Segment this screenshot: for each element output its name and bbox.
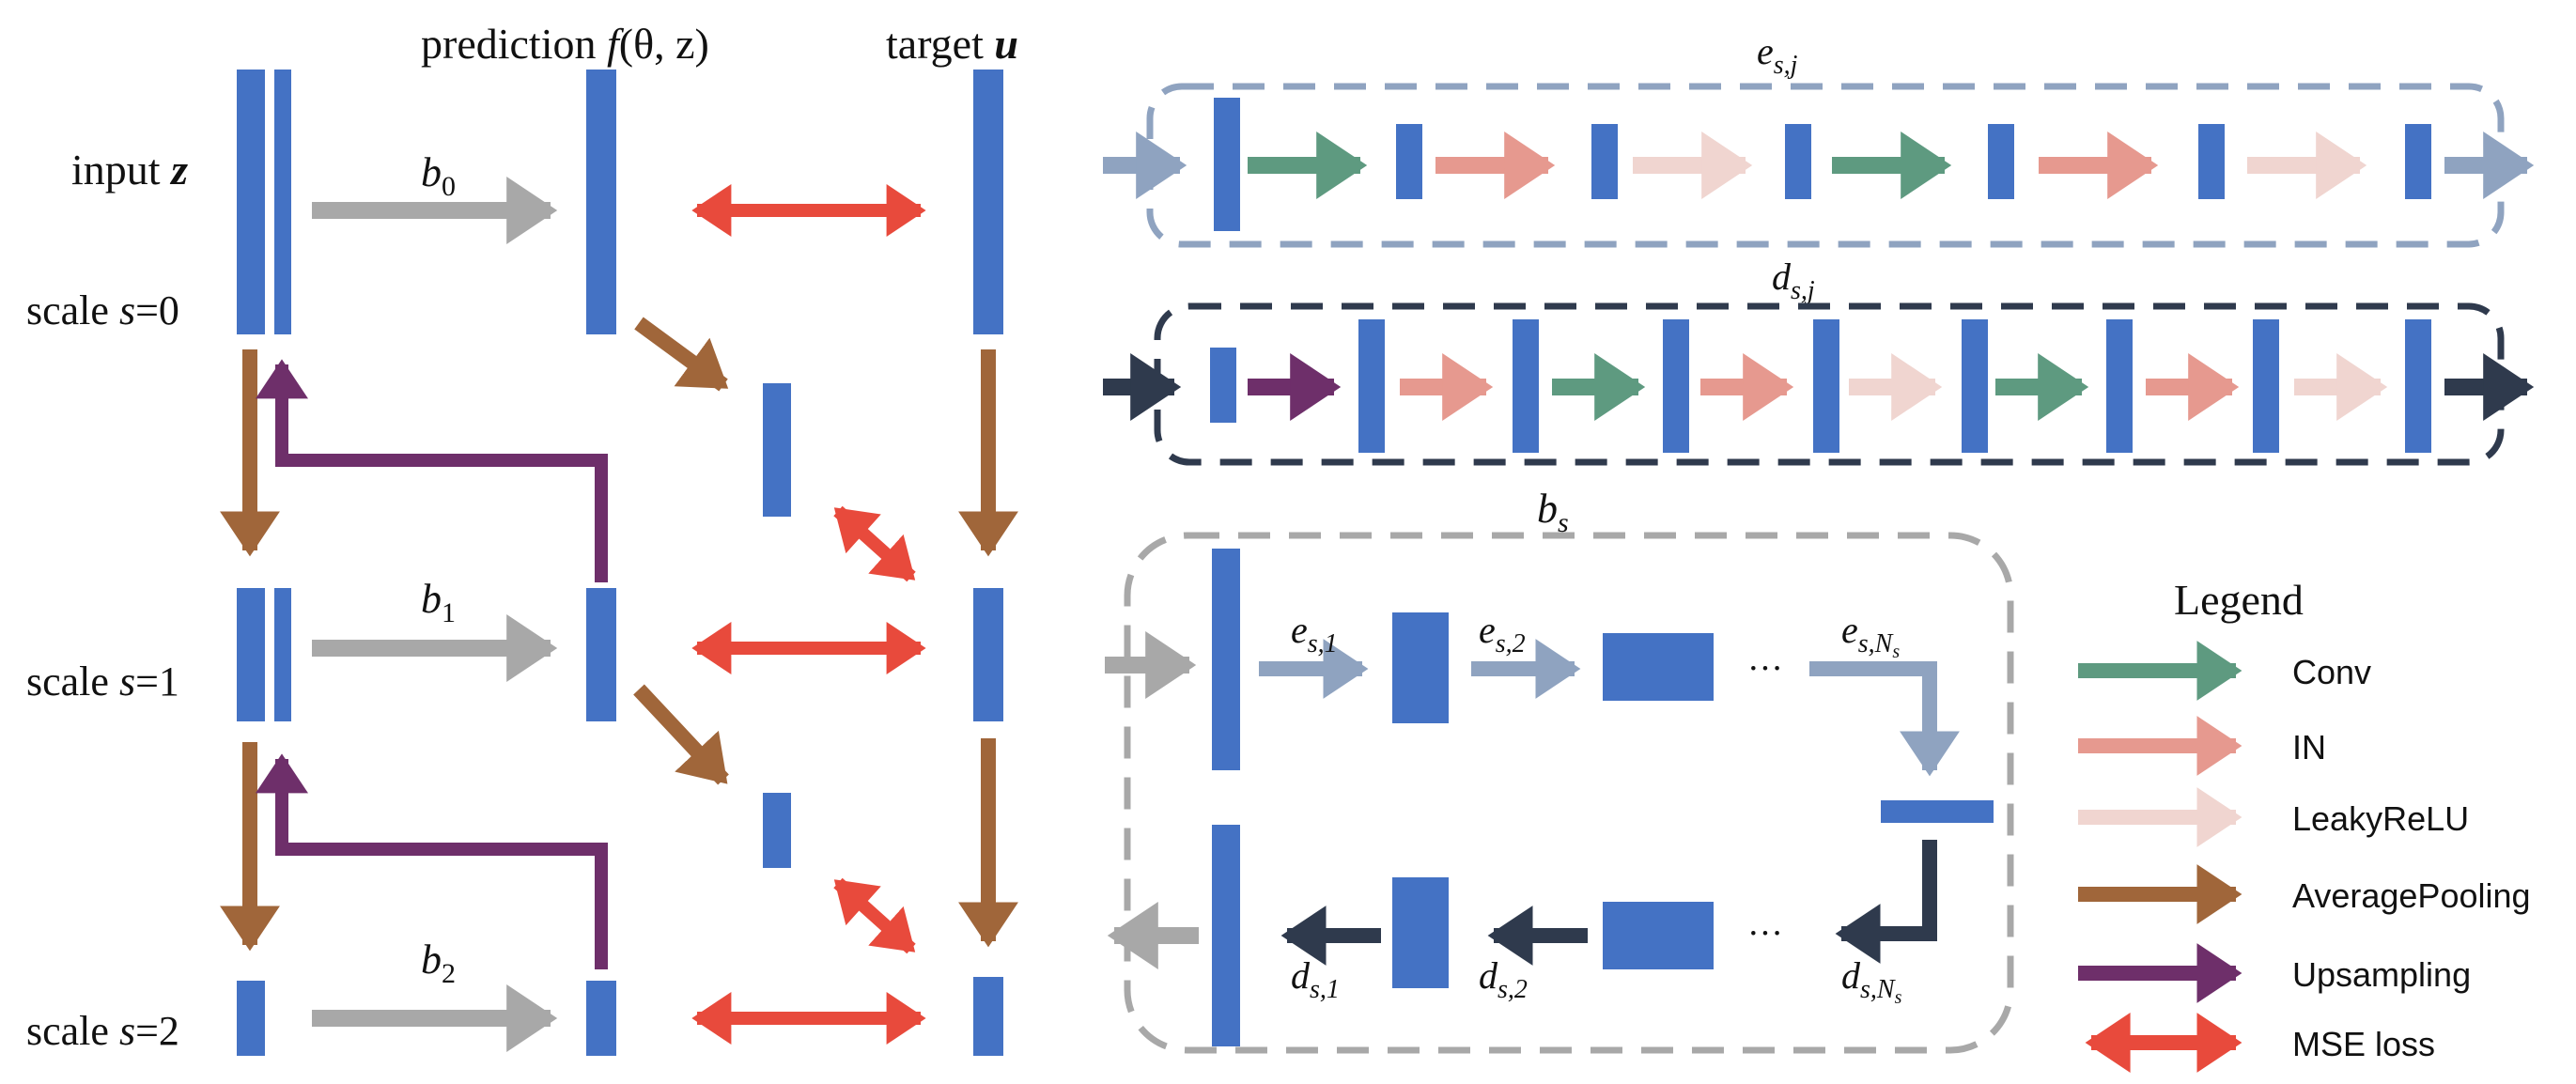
mse-loss-pooled-2 (833, 877, 916, 954)
bs-block-detail: bs es,1 es,2 ··· es,Ns ds,Ns ··· ds,2 ds… (1105, 486, 2014, 1054)
bs-decoder-block-1 (1392, 877, 1449, 988)
bs-decoder-block-2 (1603, 902, 1714, 969)
decoder-block-2 (1513, 319, 1539, 453)
encoder-block-4 (1988, 124, 2014, 199)
input-block-s0-a (237, 70, 265, 334)
upsample-2-to-1 (256, 753, 608, 969)
legend-in-label: IN (2292, 728, 2326, 767)
bs-encoder-block-0 (1212, 549, 1240, 770)
encoder-block-1 (1396, 124, 1422, 199)
target-block-s1 (973, 588, 1003, 721)
legend-upsampling-label: Upsampling (2292, 955, 2471, 994)
legend-mse-label: MSE loss (2292, 1025, 2435, 1063)
encoder-block-5 (2198, 124, 2225, 199)
bs-dN-arrow (1835, 840, 1937, 964)
decoder-block-0 (1210, 348, 1236, 423)
legend: Legend Conv IN LeakyReLU AveragePooling … (2078, 576, 2531, 1073)
prediction-block-s0 (586, 70, 616, 334)
legend-conv-label: Conv (2292, 653, 2371, 691)
bs-bottleneck-block (1881, 800, 1994, 823)
prediction-label: prediction f(θ, z) (421, 20, 709, 68)
pipeline-left: prediction f(θ, z) target u input z scal… (26, 20, 1018, 1056)
prediction-block-s1 (586, 588, 616, 721)
legend-leakyrelu-label: LeakyReLU (2292, 799, 2469, 838)
bs-decoder-block-0 (1212, 825, 1240, 1046)
input-block-s2 (237, 981, 265, 1056)
decoder-block-7 (2253, 319, 2279, 453)
scale-0-label: scale s=0 (26, 287, 179, 333)
decoder-block-4 (1813, 319, 1839, 453)
bs-encoder-block-2 (1603, 633, 1714, 701)
bs-eN-label: es,Ns (1841, 609, 1900, 662)
bs-encoder-ellipsis: ··· (1747, 649, 1783, 689)
decoder-block-6 (2106, 319, 2133, 453)
encoder-block-6 (2405, 124, 2431, 199)
avgpool-prediction-0 (634, 317, 729, 392)
decoder-block-3 (1663, 319, 1689, 453)
input-label: input z (71, 146, 188, 194)
b1-label: b1 (421, 576, 456, 628)
decoder-block-label: ds,j (1772, 256, 1815, 305)
decoder-block-detail: ds,j (1103, 256, 2535, 466)
bs-e1-label: es,1 (1291, 609, 1338, 658)
bs-encoder-block-1 (1392, 612, 1449, 723)
prediction-block-s2 (586, 981, 616, 1056)
encoder-block-label: es,j (1757, 30, 1798, 80)
legend-avgpool-label: AveragePooling (2292, 876, 2531, 915)
target-block-s0 (973, 70, 1003, 334)
encoder-block-0 (1214, 98, 1240, 231)
scale-1-label: scale s=1 (26, 658, 179, 705)
bs-eN-arrow (1809, 661, 1960, 777)
b2-label: b2 (421, 937, 456, 989)
bs-e2-label: es,2 (1479, 609, 1526, 658)
decoder-block-8 (2405, 319, 2431, 453)
decoder-block-5 (1962, 319, 1988, 453)
input-block-s0-b (274, 70, 291, 334)
avgpool-prediction-1 (633, 684, 729, 785)
target-block-s2 (973, 977, 1003, 1056)
bs-d1-label: ds,1 (1291, 954, 1340, 1004)
upsample-1-to-0 (256, 359, 608, 582)
prediction-pooled-block-2 (763, 793, 791, 868)
prediction-pooled-block-1 (763, 383, 791, 517)
target-label: target u (886, 20, 1018, 68)
legend-title: Legend (2174, 576, 2304, 624)
bs-block-boundary (1124, 532, 2014, 1054)
bs-dN-label: ds,Ns (1841, 954, 1902, 1008)
encoder-block-detail: es,j (1103, 30, 2535, 248)
bs-decoder-ellipsis: ··· (1747, 914, 1783, 953)
scale-2-label: scale s=2 (26, 1008, 179, 1054)
bs-block-label: bs (1537, 486, 1569, 538)
input-block-s1-a (237, 588, 265, 721)
bs-d2-label: ds,2 (1479, 954, 1528, 1004)
encoder-block-3 (1785, 124, 1811, 199)
mse-loss-pooled-1 (833, 505, 916, 582)
encoder-block-2 (1591, 124, 1618, 199)
input-block-s1-b (274, 588, 291, 721)
b0-label: b0 (421, 149, 456, 202)
decoder-block-1 (1358, 319, 1385, 453)
